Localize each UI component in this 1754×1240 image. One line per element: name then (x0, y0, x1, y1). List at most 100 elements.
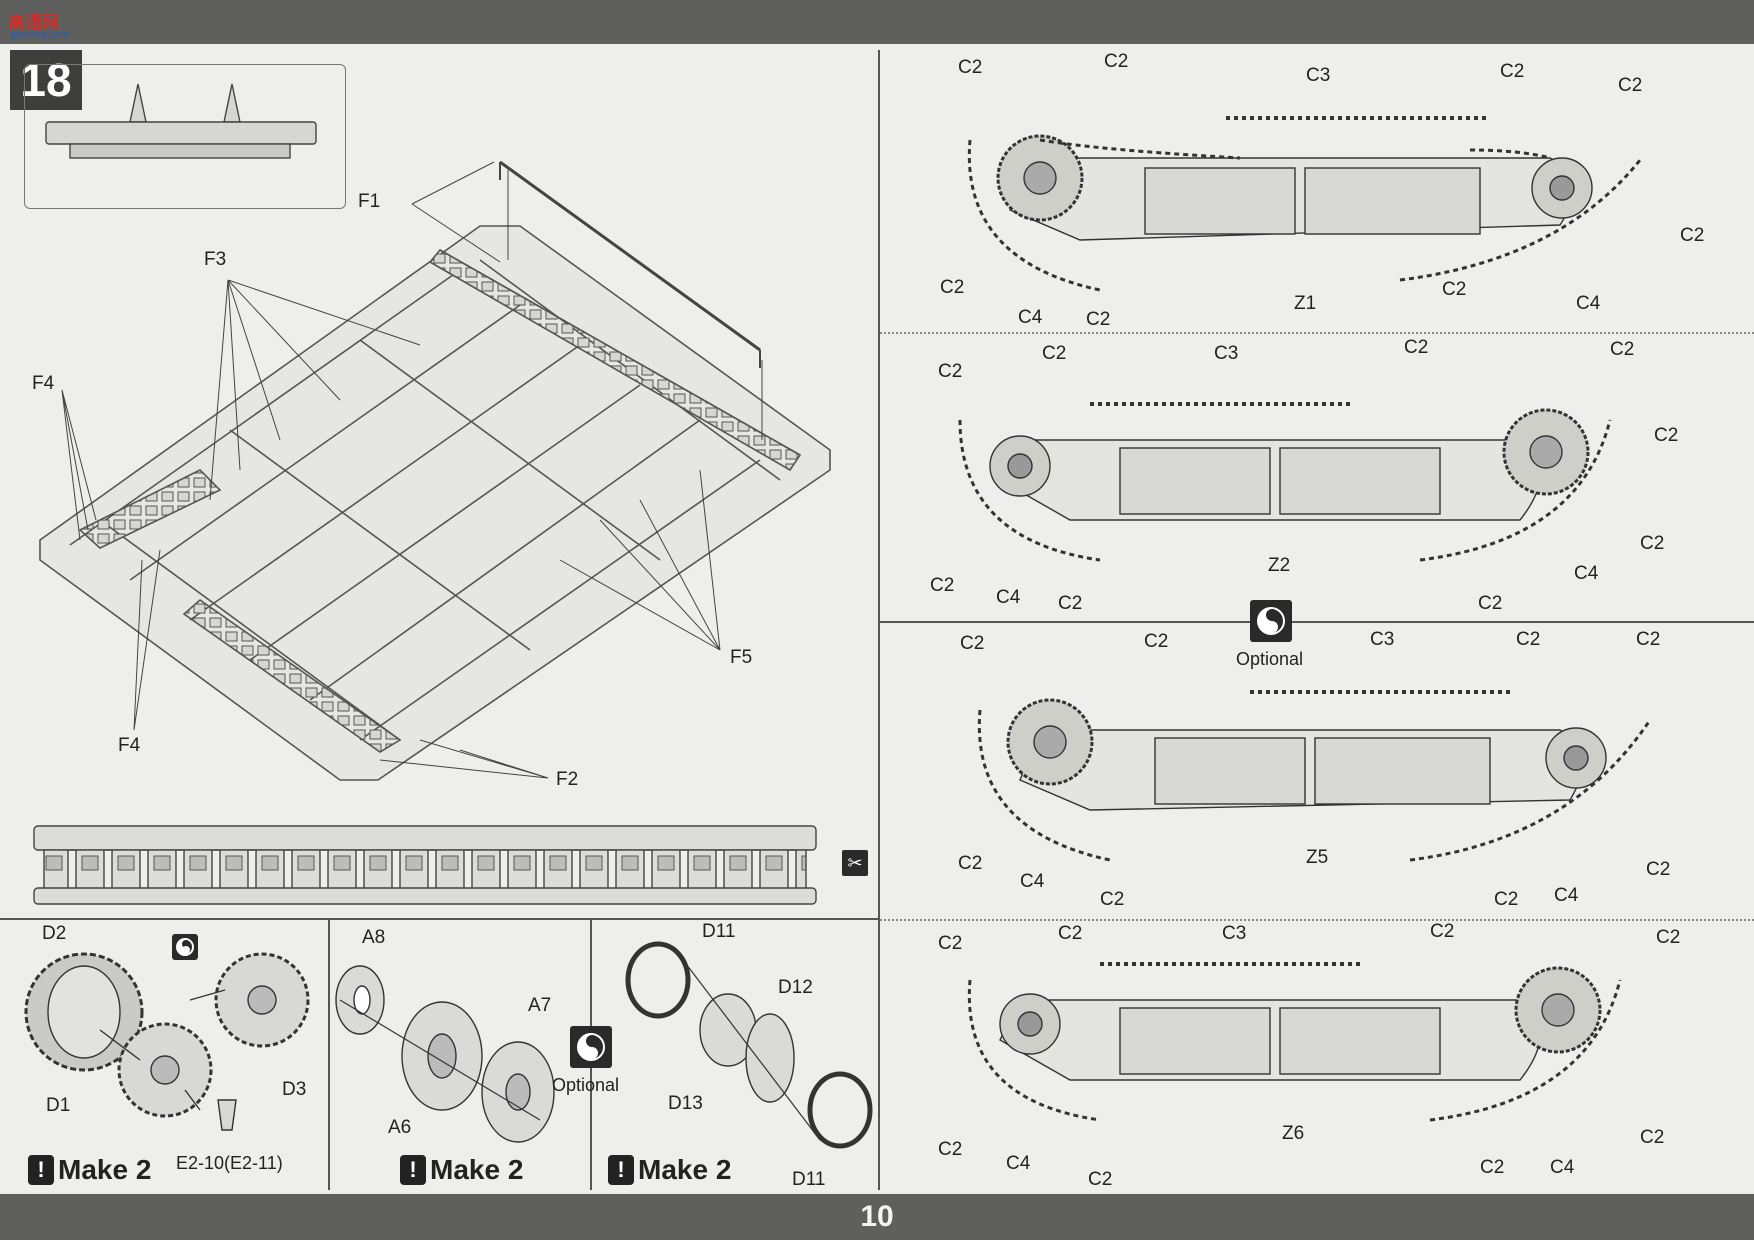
page-number: 10 (860, 1200, 894, 1233)
track-sprue (39, 160, 831, 781)
label-a6: A6 (388, 1117, 412, 1138)
label-part-ref: E2-10(E2-11) (176, 1153, 283, 1173)
track1-c4-b: C4 (1018, 307, 1043, 328)
idler-assembly (625, 941, 873, 1149)
track-run-2 (958, 402, 1612, 562)
track3-c2-d: C2 (1636, 629, 1661, 650)
track1-c2-e: C2 (1680, 225, 1705, 246)
step-number-badge: 18 (10, 50, 82, 110)
track4-c2-a: C2 (938, 933, 963, 954)
wheel-divider-1 (328, 920, 330, 1190)
track-run-1 (967, 116, 1642, 292)
watermark-url: gaotong.com (10, 30, 70, 40)
track2-c2-h: C2 (1058, 593, 1083, 614)
inset-box (24, 64, 346, 209)
track4-c2-f: C2 (1640, 1127, 1665, 1148)
yin-yang-optional-icon (570, 1026, 612, 1068)
track3-c2-a: C2 (960, 633, 985, 654)
track1-z1: Z1 (1294, 293, 1317, 314)
label-f5: F5 (730, 647, 753, 668)
track-divider-2 (880, 621, 1754, 623)
track4-c2-d: C2 (1656, 927, 1681, 948)
label-a8: A8 (362, 927, 386, 948)
track3-c4-a: C4 (1020, 871, 1045, 892)
label-f1: F1 (358, 191, 381, 212)
label-d11-bottom: D11 (792, 1169, 826, 1190)
track1-c2-f: C2 (940, 277, 965, 298)
exclamation-icon: ! (608, 1155, 634, 1185)
track3-c4-b: C4 (1554, 885, 1579, 906)
vertical-divider (878, 50, 880, 1190)
track1-c2-c: C2 (1500, 61, 1525, 82)
label-f4-top: F4 (32, 373, 55, 394)
track-divider-3 (880, 919, 1754, 921)
track2-c2-a: C2 (938, 361, 963, 382)
watermark-logo: 高通网 (8, 13, 59, 33)
track-run-3 (977, 690, 1652, 862)
track3-c2-g: C2 (1100, 889, 1125, 910)
track3-c3: C3 (1370, 629, 1395, 650)
label-d12: D12 (778, 977, 813, 998)
label-f4-bottom: F4 (118, 735, 141, 756)
track4-c2-g: C2 (1480, 1157, 1505, 1178)
track-run-4 (967, 962, 1622, 1122)
track2-c4-b: C4 (996, 587, 1021, 608)
track2-c2-c: C2 (1404, 337, 1429, 358)
track1-c2-d: C2 (1618, 75, 1643, 96)
top-band (0, 0, 1754, 44)
track2-c4-a: C4 (1574, 563, 1599, 584)
track2-c2-b: C2 (1042, 343, 1067, 364)
track3-c2-b: C2 (1144, 631, 1169, 652)
track2-c2-d: C2 (1610, 339, 1635, 360)
track3-c2-c: C2 (1516, 629, 1541, 650)
track2-c2-g: C2 (930, 575, 955, 596)
yin-yang-optional-icon (172, 934, 198, 960)
label-f3: F3 (204, 249, 227, 270)
make-2-middle: !Make 2 (400, 1154, 523, 1186)
yin-yang-optional-icon (1250, 600, 1292, 642)
exclamation-icon: ! (28, 1155, 54, 1185)
sprue-leader-lines (61, 161, 763, 779)
track4-c2-c: C2 (1430, 921, 1455, 942)
make-2-right: !Make 2 (608, 1154, 731, 1186)
label-d13: D13 (668, 1093, 703, 1114)
sprocket-assembly (24, 952, 310, 1131)
track4-z6: Z6 (1282, 1123, 1305, 1144)
track2-c3: C3 (1214, 343, 1239, 364)
label-d2: D2 (42, 923, 67, 944)
long-track-strip (33, 825, 817, 905)
track2-z2: Z2 (1268, 555, 1291, 576)
track2-c2-e: C2 (1654, 425, 1679, 446)
label-d11-top: D11 (702, 921, 736, 942)
track1-c2-a: C2 (958, 57, 983, 78)
label-f2: F2 (556, 769, 579, 790)
roadwheel-assembly (335, 965, 555, 1143)
track4-c2-h: C2 (1088, 1169, 1113, 1190)
wheel-section-divider (0, 918, 878, 920)
track3-c2-h: C2 (1494, 889, 1519, 910)
track4-c3: C3 (1222, 923, 1247, 944)
track3-z5: Z5 (1306, 847, 1329, 868)
make-2-left: !Make 2 (28, 1154, 151, 1186)
bottom-band (0, 1194, 1754, 1240)
label-d3: D3 (282, 1079, 307, 1100)
track4-c4-a: C4 (1006, 1153, 1031, 1174)
track4-c2-b: C2 (1058, 923, 1083, 944)
track2-c2-i: C2 (1478, 593, 1503, 614)
track1-c3: C3 (1306, 65, 1331, 86)
track3-c2-f: C2 (1646, 859, 1671, 880)
track2-c2-f: C2 (1640, 533, 1665, 554)
track4-c2-e: C2 (938, 1139, 963, 1160)
track3-c2-e: C2 (958, 853, 983, 874)
track4-c4-b: C4 (1550, 1157, 1575, 1178)
track1-c2-h: C2 (1086, 309, 1111, 330)
cut-tool-icon: ✂ (842, 850, 868, 876)
track-divider-1 (880, 332, 1754, 334)
label-a7: A7 (528, 995, 552, 1016)
exclamation-icon: ! (400, 1155, 426, 1185)
track1-c2-b: C2 (1104, 51, 1129, 72)
inset-track-segment (45, 83, 317, 159)
label-optional-tracks: Optional (1236, 649, 1304, 669)
track1-c2-g: C2 (1442, 279, 1467, 300)
